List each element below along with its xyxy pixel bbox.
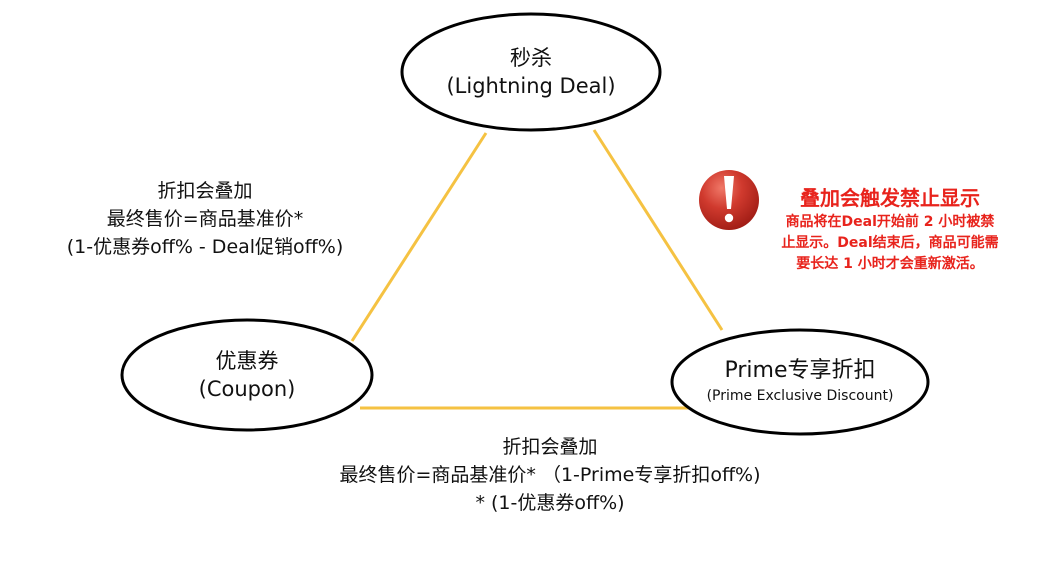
node-coupon: 优惠券 (Coupon) [122,320,372,430]
warning-body-line3: 要长达 1 小时才会重新激活。 [796,256,984,272]
node-coupon-ellipse [120,318,374,432]
edge-label-coupon-prime-line1: 折扣会叠加 [502,436,598,458]
warning-body-line1: 商品将在Deal开始前 2 小时被禁 [785,214,995,230]
node-lightning-deal-zh: 秒杀 [510,46,552,70]
warning-title: 叠加会触发禁止显示 [800,186,980,210]
edge-deal-prime [592,129,724,331]
node-coupon-zh: 优惠券 [215,349,279,373]
edge-deal-coupon [350,132,488,342]
edge-label-deal-coupon-line2: 最终售价=商品基准价* [106,208,304,230]
node-prime: Prime专享折扣 (Prime Exclusive Discount) [672,330,928,434]
warning-body-line2: 止显示。Deal结束后，商品可能需 [781,235,999,251]
node-prime-en: (Prime Exclusive Discount) [706,388,894,404]
node-coupon-en: (Coupon) [198,377,296,401]
edge-label-coupon-prime: 折扣会叠加 最终售价=商品基准价* （1-Prime专享折扣off%) * (1… [250,433,850,517]
node-prime-ellipse [670,328,930,436]
edge-label-deal-coupon-line3: (1-优惠券off% - Deal促销off%) [66,236,344,258]
edge-label-coupon-prime-line3: * (1-优惠券off%) [475,492,625,514]
node-prime-zh: Prime专享折扣 [724,358,876,383]
exclamation-icon [699,170,759,230]
warning-callout: 叠加会触发禁止显示 商品将在Deal开始前 2 小时被禁 止显示。Deal结束后… [745,184,1035,275]
edge-label-coupon-prime-line2: 最终售价=商品基准价* （1-Prime专享折扣off%) [339,464,761,486]
node-lightning-deal-en: (Lightning Deal) [446,74,616,98]
node-lightning-deal-ellipse [400,12,662,132]
node-lightning-deal: 秒杀 (Lightning Deal) [402,14,660,130]
edge-label-deal-coupon-line1: 折扣会叠加 [157,180,253,202]
edge-label-deal-coupon: 折扣会叠加 最终售价=商品基准价* (1-优惠券off% - Deal促销off… [10,177,400,261]
